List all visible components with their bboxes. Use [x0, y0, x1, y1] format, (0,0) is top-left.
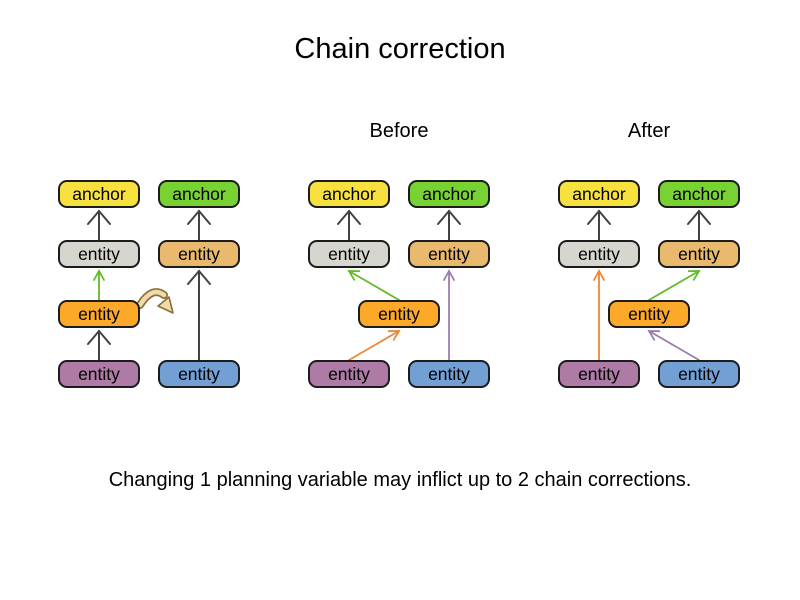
node-p3-e_pur: entity [558, 360, 640, 388]
move-arrow [136, 288, 174, 314]
arrow-p2-e_blu-to-e_tan [443, 269, 455, 361]
node-p2-e_org: entity [358, 300, 440, 328]
node-p3-e_org: entity [608, 300, 690, 328]
node-p3-e_blu: entity [658, 360, 740, 388]
arrow-p1-e_tan-to-a2 [187, 209, 211, 241]
arrow-p3-e_org-to-e_tan [648, 270, 701, 301]
arrow-p3-e_gray-to-a1 [587, 209, 611, 241]
node-p1-e_gray: entity [58, 240, 140, 268]
arrow-p1-e_pur-to-e_org [87, 329, 111, 361]
node-p2-a1: anchor [308, 180, 390, 208]
caption-text: Changing 1 planning variable may inflict… [108, 469, 692, 491]
arrow-p1-e_blu-to-e_tan [187, 269, 211, 361]
page-title: Chain correction [294, 33, 506, 65]
node-p1-e_tan: entity [158, 240, 240, 268]
arrow-p2-e_pur-to-e_org [348, 330, 401, 361]
arrow-p1-e_org-to-e_gray [93, 269, 105, 301]
node-p1-e_pur: entity [58, 360, 140, 388]
arrow-p2-e_tan-to-a2 [437, 209, 461, 241]
arrow-p1-e_gray-to-a1 [87, 209, 111, 241]
node-p3-a1: anchor [558, 180, 640, 208]
node-p2-e_pur: entity [308, 360, 390, 388]
node-p1-e_blu: entity [158, 360, 240, 388]
before-label: Before [369, 120, 429, 142]
node-p1-a2: anchor [158, 180, 240, 208]
node-p2-a2: anchor [408, 180, 490, 208]
arrow-p3-e_tan-to-a2 [687, 209, 711, 241]
arrow-p3-e_pur-to-e_gray [593, 269, 605, 361]
arrow-p2-e_org-to-e_gray [347, 270, 400, 301]
node-p2-e_blu: entity [408, 360, 490, 388]
node-p1-e_org: entity [58, 300, 140, 328]
node-p2-e_tan: entity [408, 240, 490, 268]
node-p3-e_tan: entity [658, 240, 740, 268]
arrow-p3-e_blu-to-e_org [647, 330, 700, 361]
after-label: After [627, 120, 671, 142]
node-p2-e_gray: entity [308, 240, 390, 268]
node-p1-a1: anchor [58, 180, 140, 208]
arrow-p2-e_gray-to-a1 [337, 209, 361, 241]
node-p3-a2: anchor [658, 180, 740, 208]
node-p3-e_gray: entity [558, 240, 640, 268]
